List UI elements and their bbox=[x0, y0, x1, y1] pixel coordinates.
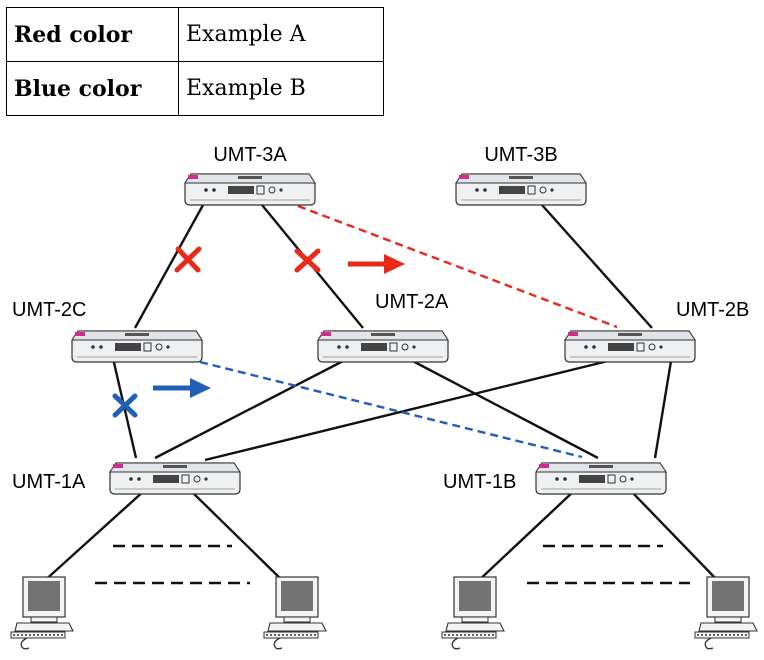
network-switch-icon bbox=[317, 330, 449, 363]
arrow-right-icon bbox=[348, 254, 405, 274]
legend-label-blue: Blue color bbox=[6, 61, 179, 116]
node-label-umt3a: UMT-3A bbox=[213, 144, 287, 166]
link-2a-1a bbox=[154, 356, 350, 460]
link-1a-pc2 bbox=[189, 489, 286, 584]
computer-icon bbox=[10, 576, 74, 650]
node-label-umt1a: UMT-1A bbox=[12, 471, 86, 493]
link-1b-pc4 bbox=[629, 489, 721, 584]
link-2b-1a bbox=[204, 358, 613, 462]
legend-value-blue: Example B bbox=[178, 61, 384, 116]
network-switch-icon bbox=[535, 462, 667, 495]
legend-row-blue: Blue color Example B bbox=[6, 61, 384, 116]
network-switch-icon bbox=[71, 330, 203, 363]
legend-row-red: Red color Example A bbox=[6, 7, 384, 62]
x-mark-icon bbox=[112, 393, 138, 418]
node-label-umt2c: UMT-2C bbox=[12, 299, 86, 321]
node-label-umt2b: UMT-2B bbox=[676, 299, 749, 321]
x-mark-icon bbox=[174, 246, 202, 273]
node-label-umt1b: UMT-1B bbox=[443, 471, 516, 493]
x-mark-icon bbox=[294, 248, 321, 273]
link-3b-2b bbox=[541, 204, 653, 329]
link-1a-pc1 bbox=[41, 489, 146, 584]
links bbox=[41, 195, 721, 584]
computer-icon bbox=[694, 576, 758, 650]
more-devices-dashes bbox=[95, 544, 690, 585]
computer-icon bbox=[441, 576, 505, 650]
arrow-right-icon bbox=[153, 378, 211, 398]
legend-table: Red color Example A Blue color Example B bbox=[6, 7, 384, 116]
link-1b-pc3 bbox=[475, 489, 576, 584]
network-switch-icon bbox=[564, 330, 696, 363]
legend-label-red: Red color bbox=[6, 7, 179, 62]
network-switch-icon bbox=[184, 173, 316, 206]
link-2b-1b bbox=[653, 354, 674, 459]
legend-value-red: Example A bbox=[178, 7, 384, 62]
link-3a-2c bbox=[133, 195, 210, 329]
node-label-umt2a: UMT-2A bbox=[375, 291, 449, 313]
node-label-umt3b: UMT-3B bbox=[484, 144, 557, 166]
link-2a-1b bbox=[404, 355, 599, 460]
network-switch-icon bbox=[455, 173, 587, 206]
network-switch-icon bbox=[109, 462, 241, 495]
red-dashed-path bbox=[297, 204, 618, 329]
blue-dashed-path bbox=[199, 360, 583, 459]
computer-icon bbox=[263, 576, 327, 650]
